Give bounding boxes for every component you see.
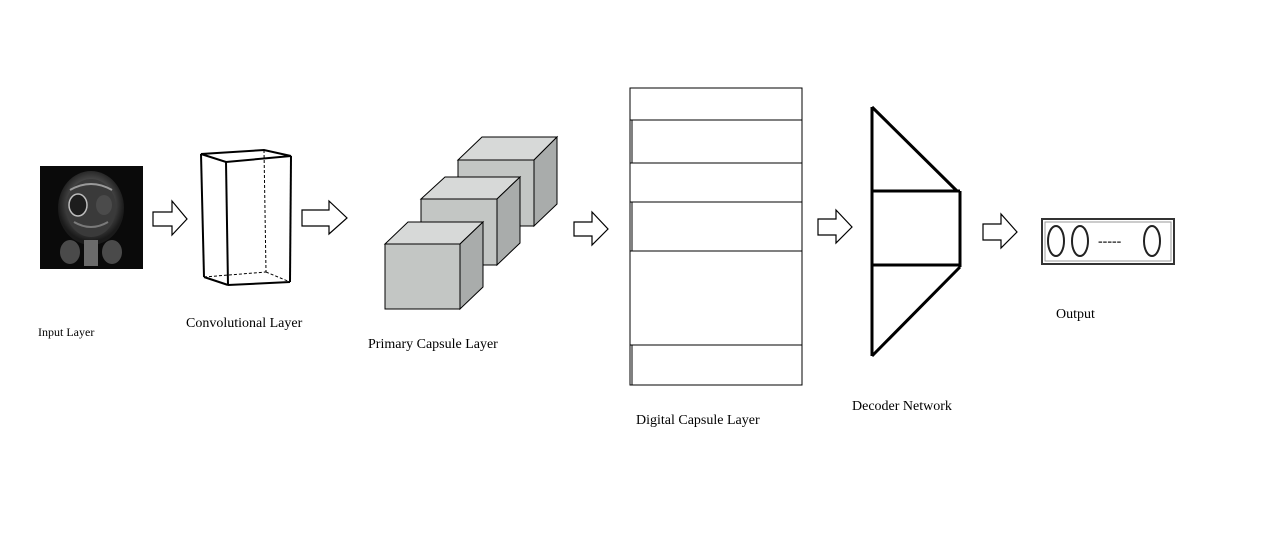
arrow-icon: [301, 199, 348, 236]
primary-capsule-layer-label: Primary Capsule Layer: [368, 337, 498, 352]
output-node-icon: [1047, 225, 1065, 257]
arrow-icon: [817, 208, 853, 245]
primary-capsule-cubes: [383, 135, 559, 311]
output-node-icon: [1071, 225, 1089, 257]
arrow-icon: [982, 212, 1018, 250]
convolutional-layer-box: [200, 148, 292, 286]
output-node-icon: [1143, 225, 1161, 257]
capsule-cube-front: [383, 220, 485, 311]
digital-capsule-stack: [629, 87, 803, 386]
output-vector-box: -----: [1041, 218, 1175, 265]
output-dashes: -----: [1098, 233, 1122, 249]
arrow-icon: [152, 199, 188, 237]
decoder-network-shape: [870, 105, 962, 358]
arrow-icon: [573, 210, 609, 247]
convolutional-layer-label: Convolutional Layer: [186, 316, 303, 331]
decoder-network-label: Decoder Network: [852, 399, 952, 414]
digital-capsule-layer-label: Digital Capsule Layer: [636, 413, 760, 428]
output-label: Output: [1056, 307, 1095, 322]
mri-image-icon: [40, 166, 143, 269]
input-layer-label: Input Layer: [38, 325, 95, 339]
